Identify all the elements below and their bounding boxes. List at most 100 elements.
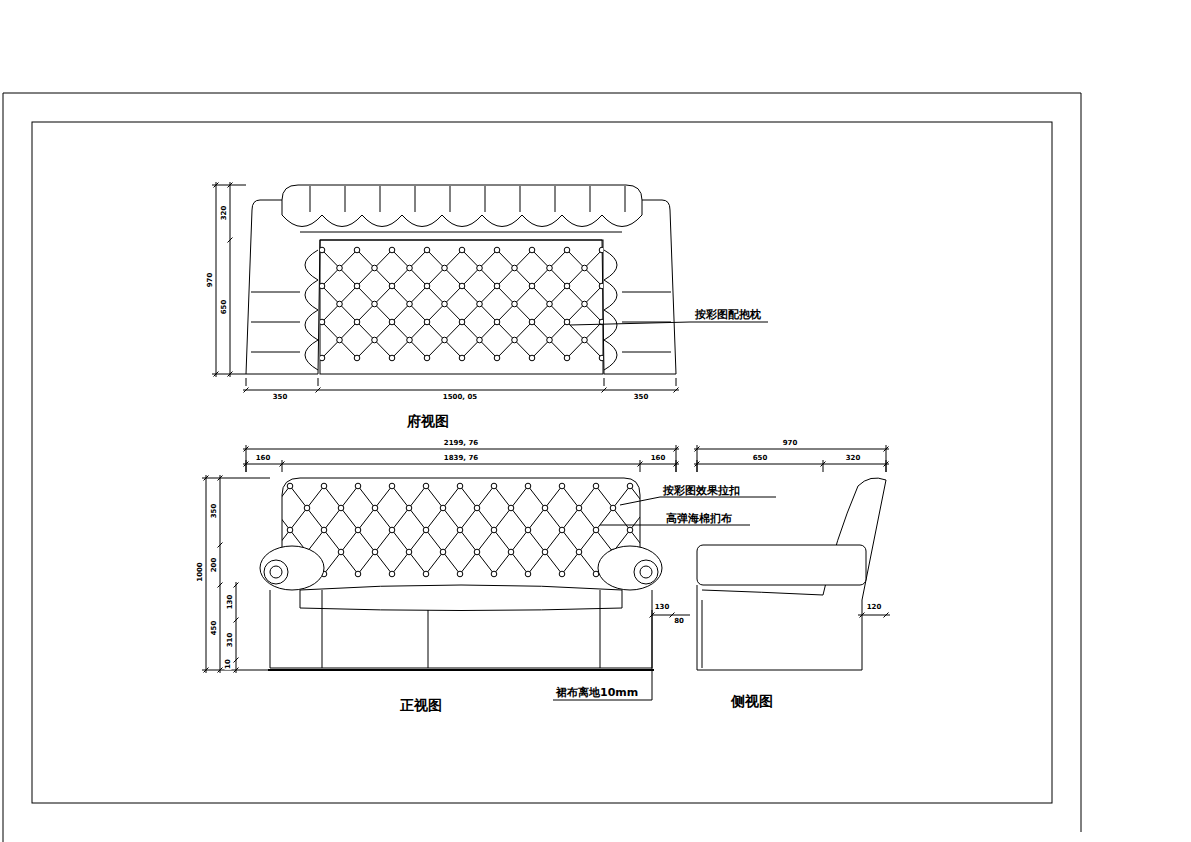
tufting-line [324,530,341,552]
tufting-line [579,552,596,574]
tufting-line [585,268,603,286]
dimension-text: 160 [650,455,667,462]
tuft-button [494,247,500,253]
arm-cushion-line [251,292,300,293]
scroll-arm [260,546,324,590]
tuft-button [599,355,603,361]
tufting-line [494,530,511,552]
tufting-line [532,322,550,340]
dimension-text: 970 [782,440,799,447]
tufting-line [392,250,410,268]
tuft-button [407,337,413,343]
dimension-text: 130 [654,604,671,611]
dimension-tick [218,583,223,588]
tufting-line [647,530,664,552]
tuft-button [440,549,446,555]
tuft-button [337,265,343,271]
tufting-line [340,304,358,322]
tufting-line [480,340,498,358]
skirt-line [322,590,323,668]
tuft-button [389,527,395,533]
dimension-text: 10 [225,658,232,670]
dimension-text: 350 [211,503,218,520]
tufting-line [375,340,393,358]
tufting-line [585,340,603,358]
tufting-line [410,250,428,268]
tufting-line [550,340,568,358]
tufting-line [567,250,585,268]
tuft-button [477,301,483,307]
back-band [282,185,642,215]
tufting-line [550,286,568,304]
tuft-button [610,505,616,511]
tuft-button [423,527,429,533]
tufting-line [443,486,460,508]
tufting-line [375,286,393,304]
tufting-line [585,286,603,304]
view-title: 侧视图 [730,694,774,708]
dimension-tick [228,183,233,188]
skirt-line [600,590,601,668]
tufting-line [445,340,463,358]
tufting-line [528,530,545,552]
tufting-line [497,250,515,268]
tufting-line [562,552,579,574]
tuft-button [599,283,603,289]
tufting-line [322,250,340,268]
arm-bolster [305,250,318,370]
tufting-line [375,508,392,530]
tuft-button [491,571,497,577]
tufting-line [445,286,463,304]
arm-bolster [604,250,617,370]
extension-line [886,445,887,472]
tufting-line [480,250,498,268]
tuft-button [459,319,465,325]
tufting-line [480,286,498,304]
tufting-line [358,552,375,574]
tuft-button [355,483,361,489]
tuft-button [372,549,378,555]
tufting-line [462,322,480,340]
dimension-line [243,390,679,391]
tuft-button [529,355,535,361]
tufting-line [545,530,562,552]
tufting-line [410,268,428,286]
tufting-line [497,268,515,286]
tufting-line [392,552,409,574]
tuft-button [407,301,413,307]
arm-cushion-line [622,292,671,293]
tuft-button [457,527,463,533]
tuft-button [423,571,429,577]
tufting-line [515,250,533,268]
tufting-line [409,486,426,508]
tufting-line [477,552,494,574]
tufting-line [341,486,358,508]
tuft-button [338,549,344,555]
tuft-button [564,283,570,289]
tufting-line [392,530,409,552]
back-cushion-divider [590,186,591,212]
tufting-line [358,508,375,530]
tufting-line [375,322,393,340]
tufting-line [545,508,562,530]
arm-scroll [270,566,282,578]
tufting-line [375,250,393,268]
tufting-line [256,508,273,530]
tuft-button [338,505,344,511]
tuft-button [424,247,430,253]
back-scallops [282,215,642,227]
tufting-line [511,552,528,574]
extension-line [246,445,247,472]
extension-line [697,445,698,472]
tuft-button [559,483,565,489]
tuft-button [389,247,395,253]
dimension-text: 320 [845,455,862,462]
left-arm [246,200,320,374]
tuft-button [508,549,514,555]
tufting-line [322,286,340,304]
dimension-line [694,449,889,450]
tufting-line [497,322,515,340]
dimension-text: 650 [752,455,769,462]
dimension-tick [228,372,233,377]
back-cushion-divider [415,186,416,212]
